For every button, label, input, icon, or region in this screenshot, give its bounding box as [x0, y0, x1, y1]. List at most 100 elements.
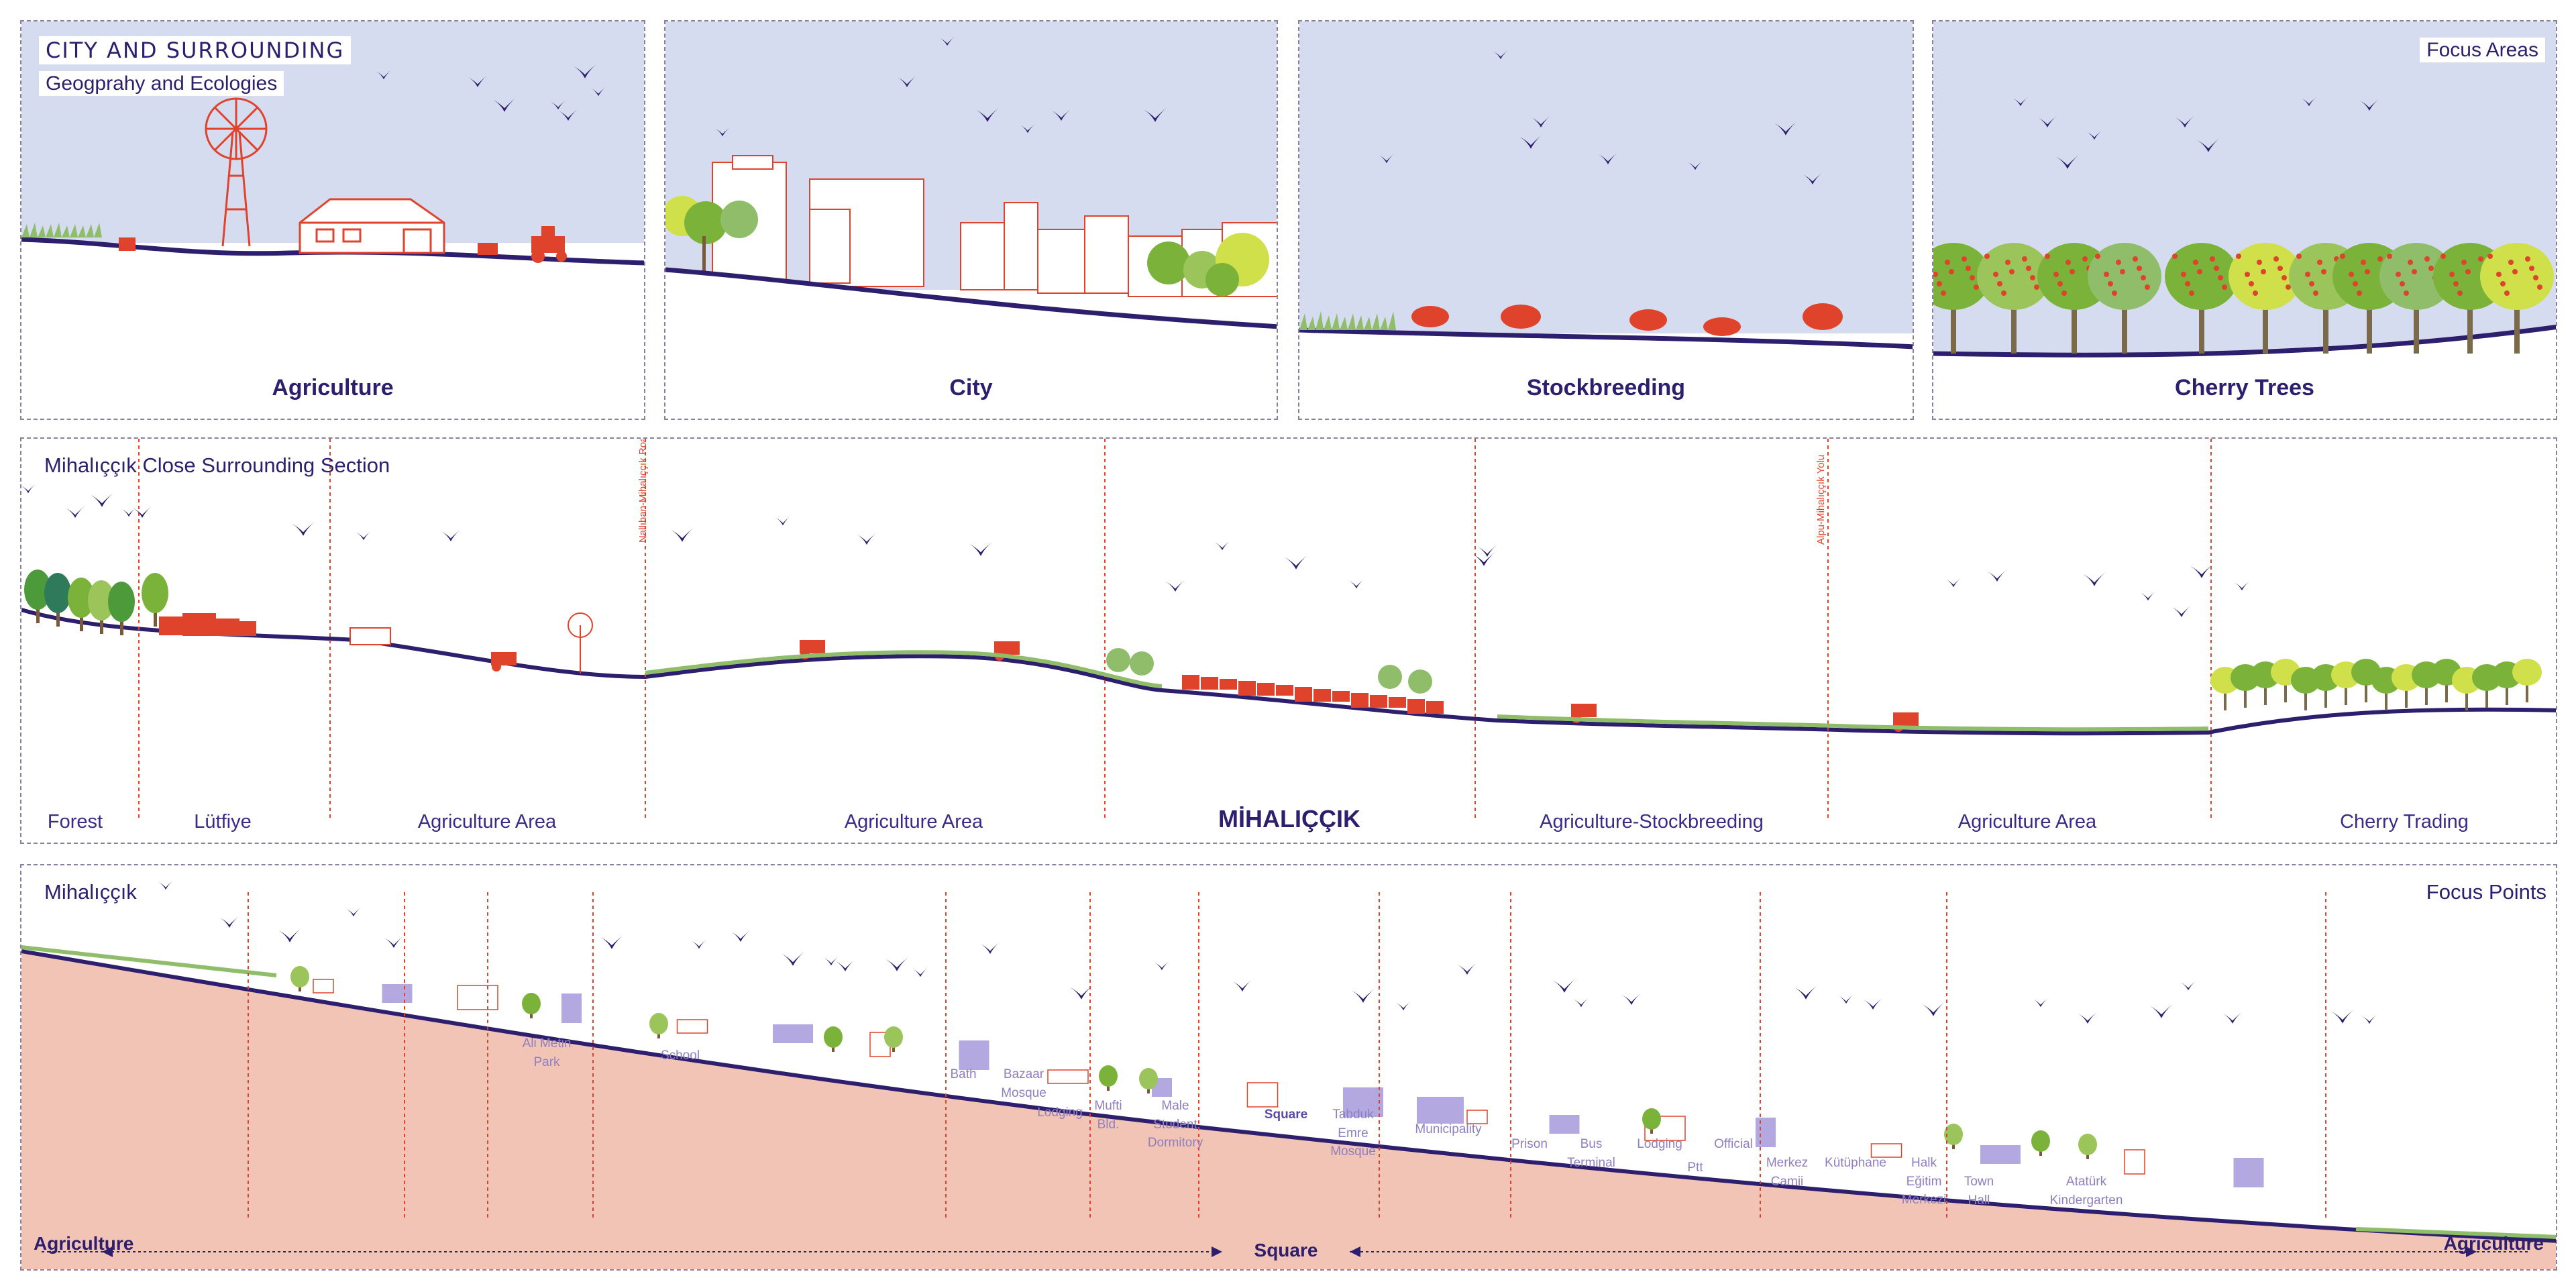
city-illustration	[665, 21, 1277, 419]
bird-icon	[2190, 564, 2213, 578]
road-label: Alpu-Mihalıççık Yolu	[1815, 454, 1827, 545]
zone-label: Agriculture-Stockbreeding	[1540, 811, 1764, 833]
bird-icon	[2013, 97, 2028, 107]
bird-icon	[1946, 578, 1961, 588]
bird-icon	[600, 934, 623, 949]
bird-icon	[2176, 115, 2194, 128]
panel-title: City	[949, 375, 993, 400]
bird-icon	[21, 484, 36, 494]
bird-icon	[1352, 988, 1375, 1003]
bird-icon	[731, 930, 750, 943]
bird-icon	[2302, 97, 2316, 107]
bird-icon	[913, 967, 928, 977]
bird-icon	[1803, 172, 1822, 185]
focus-areas-label: Focus Areas	[2420, 38, 2545, 62]
focus-point-label: Mufti Bld.	[1094, 1099, 1122, 1132]
bird-icon	[976, 107, 999, 122]
focus-point-label: Tabduk Emre Mosque	[1330, 1108, 1376, 1159]
bird-icon	[857, 533, 876, 545]
bird-icon	[493, 97, 516, 112]
town-label: MİHALIÇÇIK	[1218, 805, 1360, 833]
bird-icon	[292, 521, 315, 536]
bird-icon	[559, 109, 578, 121]
barn-icon	[299, 198, 445, 254]
bird-icon	[2141, 591, 2155, 601]
focus-point-label: Halk Eğitim Merkezi	[1901, 1156, 1947, 1208]
bird-icon	[376, 70, 391, 80]
bird-icon	[356, 531, 371, 541]
road-label: Nallıhan-Mihalıççık Road	[637, 437, 649, 543]
birds	[376, 64, 606, 121]
bird-icon	[2078, 1012, 2097, 1024]
zone-label: Lütfiye	[194, 811, 252, 833]
bird-icon	[1215, 541, 1230, 551]
bird-icon	[1622, 993, 1641, 1006]
focus-point-label: Official	[1714, 1137, 1753, 1151]
focus-point-label: Ptt	[1687, 1161, 1703, 1175]
subheading-text: Geogprahy and Ecologies	[39, 71, 284, 96]
bird-icon	[1155, 961, 1169, 971]
focus-point-label: Merkez Camii	[1766, 1156, 1809, 1189]
panel-title: Cherry Trees	[2175, 375, 2314, 400]
trees	[665, 196, 1269, 297]
section-subheading: Geogprahy and Ecologies	[39, 71, 284, 96]
bird-icon	[2362, 1014, 2377, 1024]
section-heading: CITY AND SURROUNDING	[39, 36, 352, 64]
bird-icon	[1553, 978, 1576, 993]
bird-icon	[775, 516, 790, 526]
bird-icon	[1794, 985, 1817, 1000]
bird-icon	[121, 507, 136, 517]
panel-agriculture: CITY AND SURROUNDING Geogprahy and Ecolo…	[20, 20, 645, 420]
bird-icon	[2056, 154, 2079, 169]
bird-icon	[91, 492, 113, 507]
footer-right-label: Agriculture	[2443, 1233, 2544, 1254]
bird-icon	[1519, 134, 1542, 149]
panel-town-section: Mihalıççık Focus Points Ali Metin Park S…	[20, 864, 2557, 1271]
section-title: Mihalıççık	[44, 880, 137, 904]
zone-label: Cherry Trading	[2340, 811, 2469, 833]
bird-icon	[1052, 109, 1071, 121]
footer-center-label: Square	[1254, 1240, 1318, 1260]
footer-left-label: Agriculture	[34, 1233, 134, 1254]
bird-icon	[898, 75, 916, 88]
bird-icon	[346, 907, 361, 917]
bird-icon	[1349, 579, 1364, 589]
bird-icon	[1020, 123, 1035, 133]
bird-icon	[2150, 1004, 2173, 1018]
focus-point-label: Lodging	[1637, 1137, 1682, 1151]
bird-icon	[1233, 979, 1252, 992]
bird-icon	[671, 527, 694, 542]
bird-icon	[66, 506, 85, 519]
close-surrounding-section	[21, 439, 2556, 821]
focus-point-label: Lodging	[1037, 1106, 1083, 1120]
focus-point-label: Bazaar Mosque	[1001, 1067, 1046, 1100]
section-title: Mihalıççık Close Surrounding Section	[44, 453, 390, 477]
bird-icon	[2087, 130, 2102, 140]
bird-icon	[885, 957, 908, 971]
focus-point-label: Atatürk Kindergarten	[2049, 1175, 2123, 1208]
bird-icon	[1166, 580, 1185, 592]
bird-icon	[940, 36, 955, 46]
bird-icon	[2235, 581, 2249, 591]
bird-icon	[1070, 985, 1093, 1000]
bird-icon	[1472, 551, 1495, 566]
bird-icon	[384, 936, 403, 949]
bird-icon	[1988, 570, 2006, 582]
focus-point-label: Ali Metin Park	[522, 1036, 572, 1069]
bird-icon	[1864, 998, 1882, 1010]
zone-label: Agriculture Area	[417, 811, 557, 833]
focus-point-label: Municipality	[1415, 1122, 1482, 1136]
focus-point-label: Kütüphane	[1825, 1156, 1886, 1170]
focus-point-label: School	[660, 1049, 700, 1063]
cherry-trees	[1933, 243, 2554, 354]
bird-icon	[2172, 605, 2191, 618]
bird-icon	[1688, 160, 1703, 170]
focus-point-label: Bus Terminal	[1567, 1137, 1615, 1170]
bird-icon	[2197, 138, 2220, 152]
bird-icon	[2331, 1009, 2354, 1024]
bird-icon	[1144, 107, 1167, 122]
bird-icon	[2223, 1012, 2242, 1024]
focus-point-label: Bath	[950, 1067, 977, 1081]
zone-label: Agriculture Area	[844, 811, 983, 833]
town-section	[21, 880, 2556, 1269]
